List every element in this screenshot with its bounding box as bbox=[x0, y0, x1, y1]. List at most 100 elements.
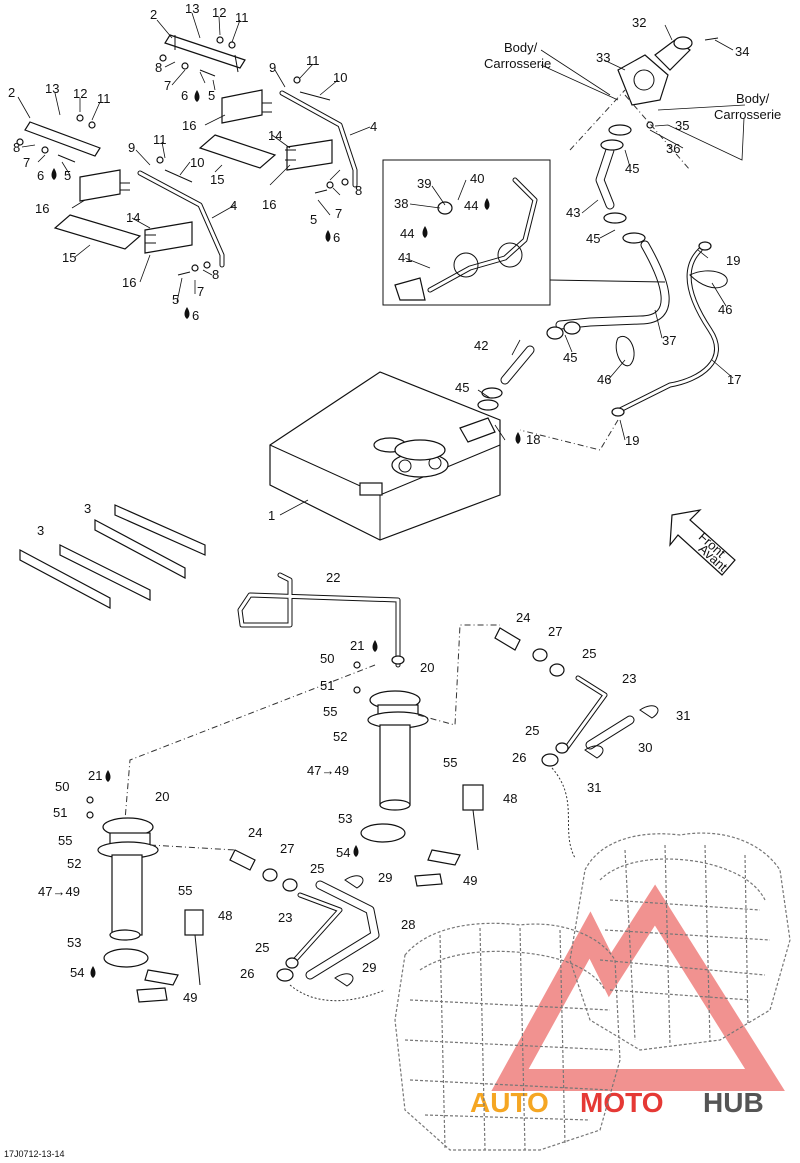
callout-54: 54 bbox=[336, 845, 350, 860]
callout-45: 45 bbox=[455, 380, 469, 395]
callout-26: 26 bbox=[512, 750, 526, 765]
callout-33: 33 bbox=[596, 50, 610, 65]
callout-16: 16 bbox=[262, 197, 276, 212]
callout-15: 15 bbox=[210, 172, 224, 187]
callout-55: 55 bbox=[443, 755, 457, 770]
tank-pads bbox=[19, 504, 206, 609]
drop-icon bbox=[353, 845, 359, 857]
callout-51: 51 bbox=[320, 678, 334, 693]
drop-icon bbox=[325, 230, 331, 242]
callout-11: 11 bbox=[235, 10, 249, 25]
clamp-45-a bbox=[608, 124, 632, 136]
drop-icon bbox=[105, 770, 111, 782]
callout-12: 12 bbox=[73, 86, 87, 101]
callout-7: 7 bbox=[197, 284, 204, 299]
callout-16: 16 bbox=[182, 118, 196, 133]
clamp-45-b bbox=[600, 139, 624, 151]
callout-11: 11 bbox=[153, 132, 167, 147]
callout-44: 44 bbox=[464, 198, 478, 213]
callout-45: 45 bbox=[586, 231, 600, 246]
callout-55: 55 bbox=[58, 833, 72, 848]
fuel-tank bbox=[269, 371, 501, 541]
callout-7: 7 bbox=[335, 206, 342, 221]
callout-8: 8 bbox=[155, 60, 162, 75]
callout-26: 26 bbox=[240, 966, 254, 981]
fuel-pump-assembly-left bbox=[86, 664, 376, 1003]
callout-46: 46 bbox=[718, 302, 732, 317]
callout-29: 29 bbox=[362, 960, 376, 975]
callout-5: 5 bbox=[172, 292, 179, 307]
callout-46: 46 bbox=[597, 372, 611, 387]
callout-49: 49 bbox=[463, 873, 477, 888]
callout-30: 30 bbox=[638, 740, 652, 755]
callout-51: 51 bbox=[53, 805, 67, 820]
callout-52: 52 bbox=[67, 856, 81, 871]
callout-2: 2 bbox=[150, 7, 157, 22]
callout-16: 16 bbox=[35, 201, 49, 216]
callout-31: 31 bbox=[587, 780, 601, 795]
pad-2 bbox=[94, 519, 186, 579]
pad-4 bbox=[19, 549, 111, 609]
note-body-2: Body/ bbox=[736, 91, 770, 106]
note-carrosserie-1: Carrosserie bbox=[484, 56, 551, 71]
callout-6: 6 bbox=[181, 88, 188, 103]
tank-fitting bbox=[459, 417, 496, 443]
callout-4: 4 bbox=[230, 198, 237, 213]
fuel-line-left bbox=[229, 849, 386, 1002]
callout-50: 50 bbox=[320, 651, 334, 666]
callout-40: 40 bbox=[470, 171, 484, 186]
note-body-1: Body/ bbox=[504, 40, 538, 55]
drop-icon bbox=[184, 307, 190, 319]
callout-32: 32 bbox=[632, 15, 646, 30]
callout-8: 8 bbox=[355, 183, 362, 198]
callout-2: 2 bbox=[8, 85, 15, 100]
callout-55: 55 bbox=[178, 883, 192, 898]
watermark-text-c: HUB bbox=[703, 1087, 764, 1118]
callout-6: 6 bbox=[333, 230, 340, 245]
filler-neck-assembly bbox=[569, 36, 719, 244]
fuel-pump-assembly-right bbox=[237, 572, 500, 887]
callout-24: 24 bbox=[516, 610, 530, 625]
callout-29: 29 bbox=[378, 870, 392, 885]
callout-48: 48 bbox=[503, 791, 517, 806]
note-carrosserie-2: Carrosserie bbox=[714, 107, 781, 122]
callout-53: 53 bbox=[338, 811, 352, 826]
pad-1 bbox=[114, 504, 206, 556]
drop-icon bbox=[194, 90, 200, 102]
callout-labels: 2 13 12 11 8 7 6 5 2 13 12 11 8 7 6 5 9 … bbox=[8, 1, 781, 1005]
gasket-53-right bbox=[360, 823, 406, 843]
callout-20: 20 bbox=[420, 660, 434, 675]
note-47-49-right: 47→49 bbox=[307, 763, 349, 778]
callout-11: 11 bbox=[97, 91, 111, 106]
inset-frame bbox=[382, 159, 551, 306]
drop-icon bbox=[515, 432, 521, 444]
strap-assembly-lower bbox=[24, 121, 225, 268]
note-47-49-left: 47→49 bbox=[38, 884, 80, 899]
callout-19: 19 bbox=[625, 433, 639, 448]
callout-1: 1 bbox=[268, 508, 275, 523]
callout-41: 41 bbox=[398, 250, 412, 265]
callout-5: 5 bbox=[64, 168, 71, 183]
filler-hose bbox=[477, 240, 670, 411]
callout-9: 9 bbox=[269, 60, 276, 75]
callout-5: 5 bbox=[208, 88, 215, 103]
engine-left bbox=[394, 922, 621, 1151]
callout-8: 8 bbox=[212, 267, 219, 282]
callout-25: 25 bbox=[310, 861, 324, 876]
drop-icon bbox=[372, 640, 378, 652]
cable-tie-46-b bbox=[615, 335, 635, 367]
callout-48: 48 bbox=[218, 908, 232, 923]
drop-icon bbox=[90, 966, 96, 978]
callout-19: 19 bbox=[726, 253, 740, 268]
callout-55: 55 bbox=[323, 704, 337, 719]
front-arrow-icon: Front Avant bbox=[669, 509, 736, 576]
callout-9: 9 bbox=[128, 140, 135, 155]
clamp-45-d bbox=[622, 232, 646, 244]
callout-45: 45 bbox=[625, 161, 639, 176]
callout-17: 17 bbox=[727, 372, 741, 387]
tank-label-plate bbox=[359, 482, 383, 496]
callout-39: 39 bbox=[417, 176, 431, 191]
callout-43: 43 bbox=[566, 205, 580, 220]
clamp-45-c bbox=[603, 212, 627, 224]
filler-flange bbox=[617, 54, 669, 106]
